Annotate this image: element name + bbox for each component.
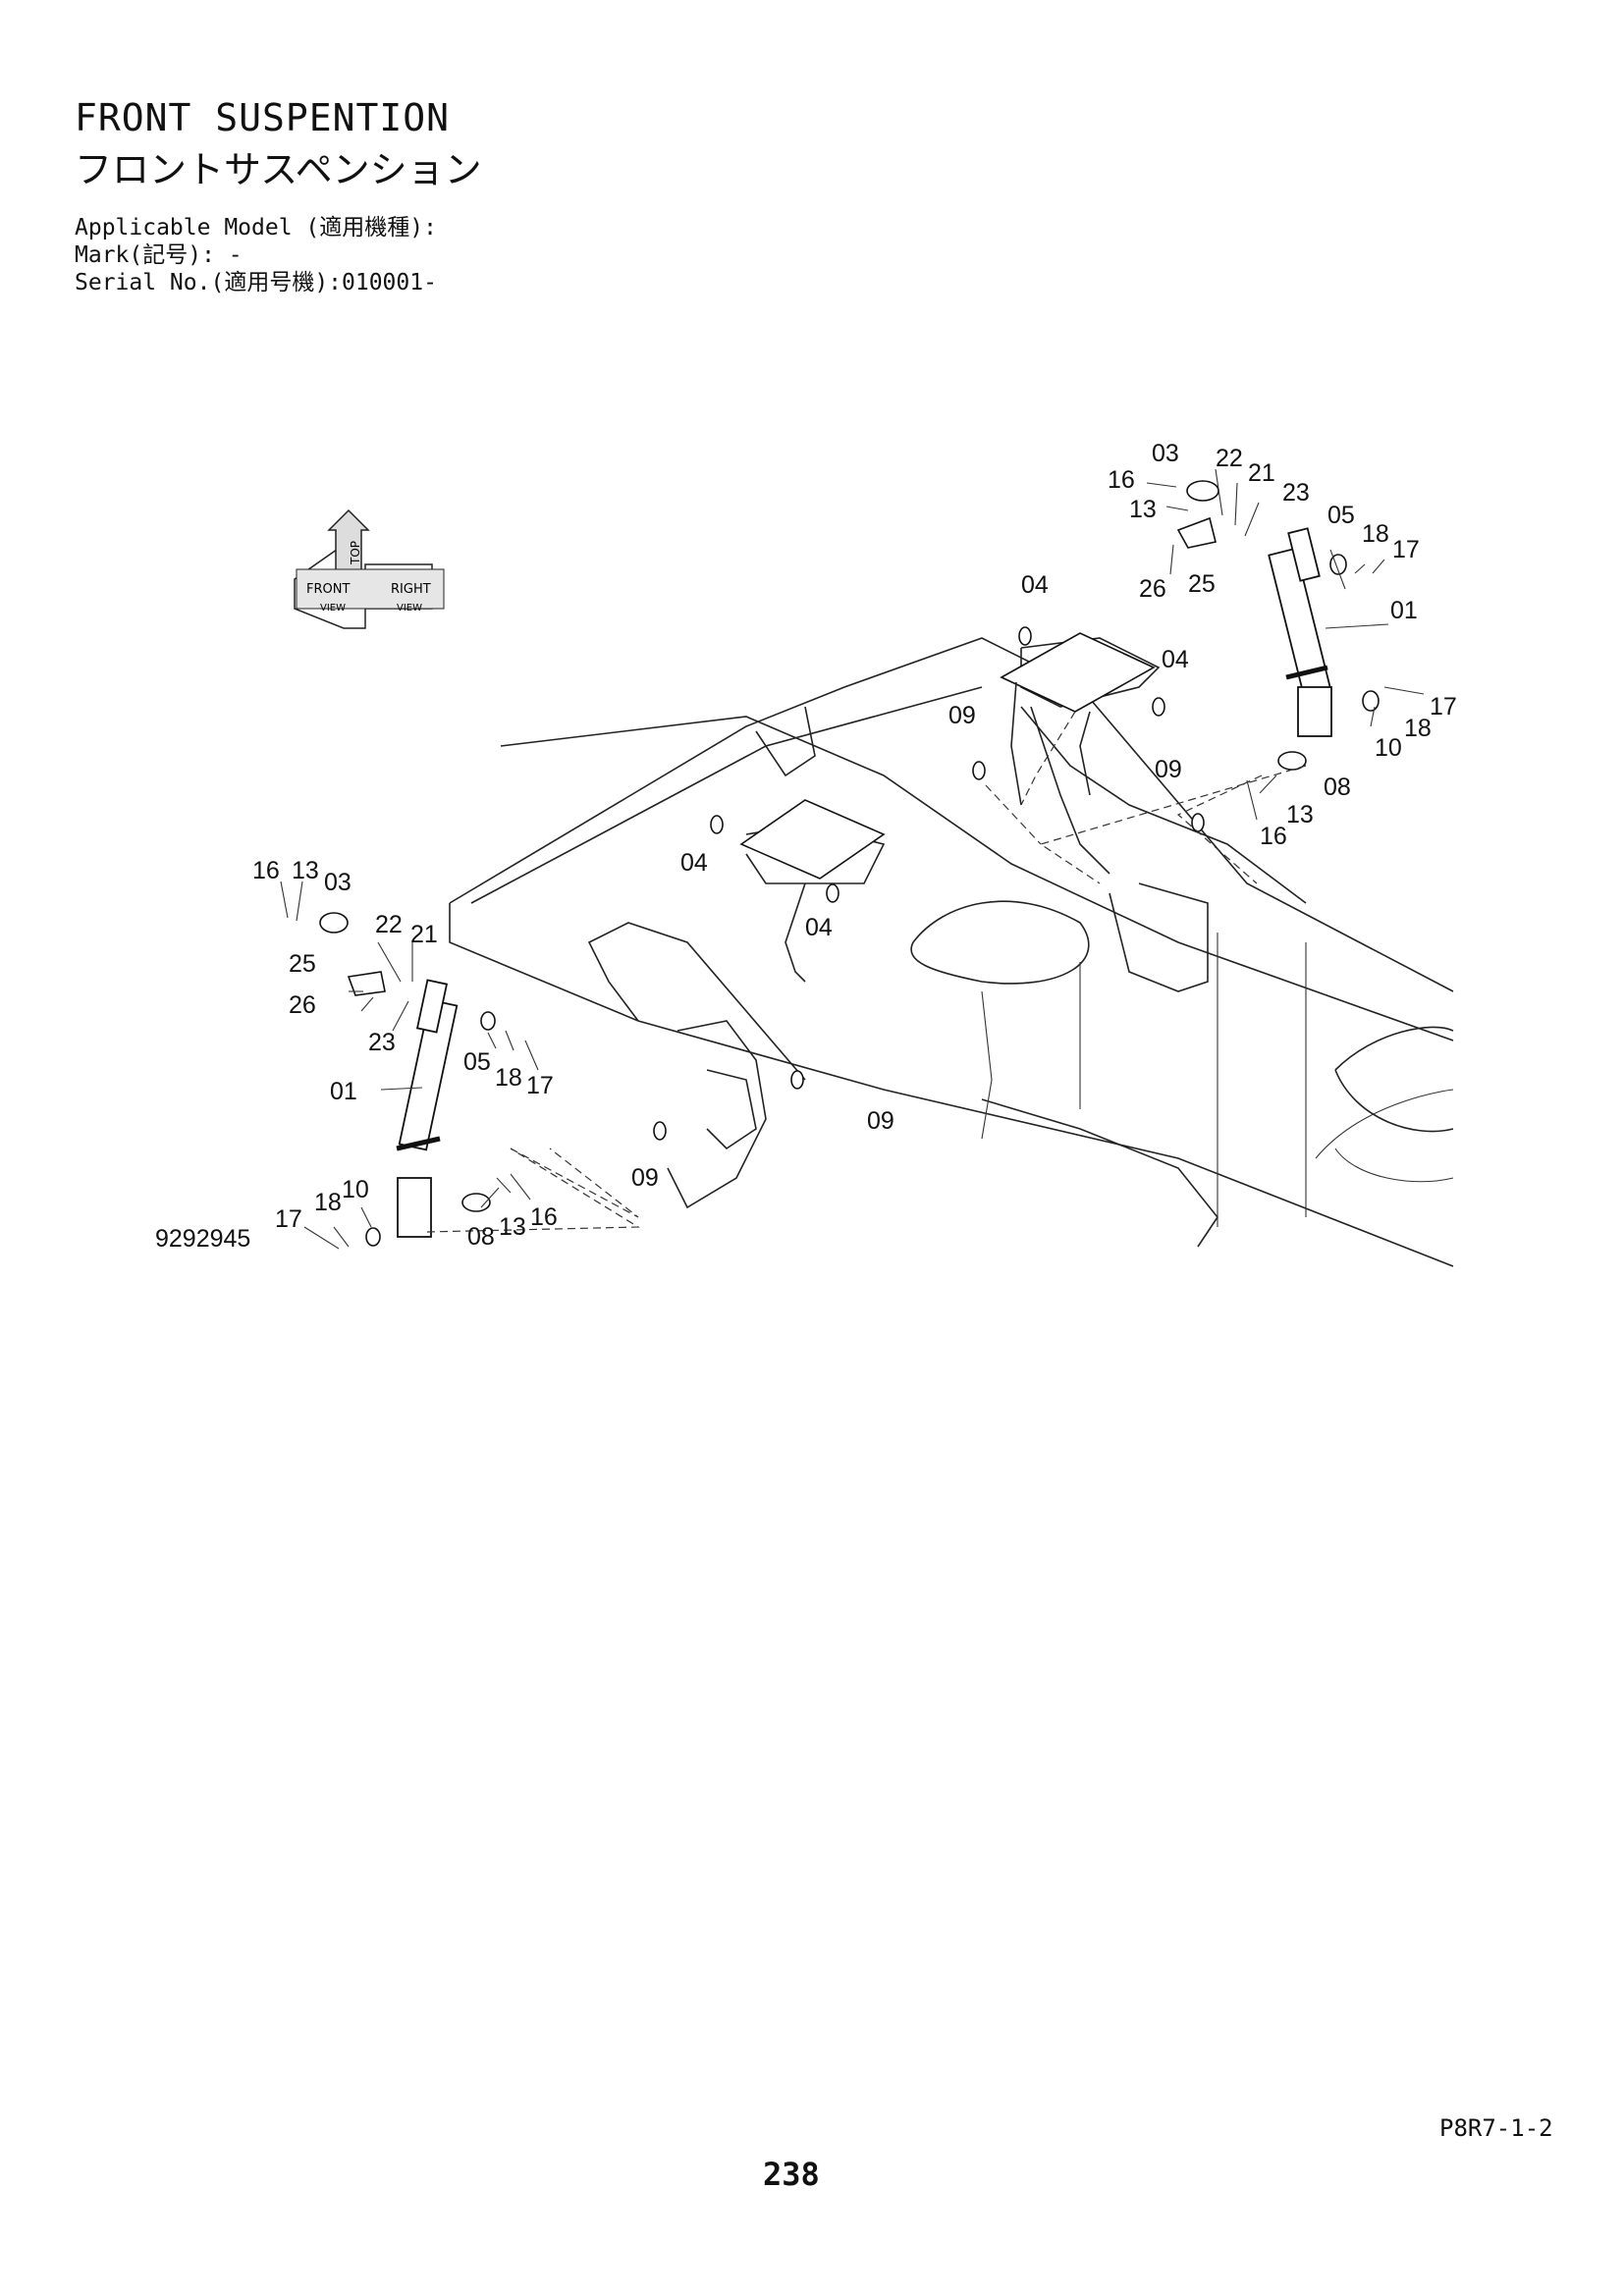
callout: 13 — [1129, 496, 1157, 523]
callout: 17 — [275, 1205, 302, 1233]
callout: 04 — [805, 914, 833, 941]
callout: 22 — [1216, 445, 1243, 472]
applicable-model-label: Applicable Model (適用機種): — [75, 215, 437, 240]
callout-labels: 03 22 21 16 13 23 05 18 17 26 25 01 04 0… — [155, 440, 1457, 1253]
suspension-cylinder-right — [1268, 527, 1332, 737]
callout: 08 — [467, 1223, 495, 1251]
orientation-label-front: FRONT — [306, 582, 350, 597]
callout: 04 — [1021, 571, 1049, 599]
callout: 22 — [375, 911, 403, 938]
callout: 03 — [324, 869, 352, 896]
drawing-number: 9292945 — [155, 1225, 250, 1253]
callout: 18 — [495, 1064, 522, 1092]
callout: 23 — [1282, 479, 1310, 507]
callout: 25 — [1188, 570, 1216, 598]
callout: 17 — [526, 1072, 554, 1099]
callout: 09 — [1155, 756, 1182, 783]
callout: 18 — [1362, 520, 1389, 548]
callout: 17 — [1430, 693, 1457, 721]
callout: 04 — [1162, 646, 1189, 673]
upper-mount-plate-right — [1000, 632, 1156, 806]
callout: 13 — [499, 1213, 526, 1241]
callout: 04 — [680, 849, 708, 877]
callout: 16 — [1260, 823, 1287, 850]
upper-mount-plate-left — [739, 799, 886, 880]
callout: 09 — [631, 1164, 659, 1192]
callout: 09 — [948, 702, 976, 729]
callout: 03 — [1152, 440, 1179, 467]
callout: 13 — [292, 857, 319, 884]
callout: 25 — [289, 950, 316, 978]
orientation-label-view-1: VIEW — [320, 603, 346, 614]
callout: 16 — [252, 857, 280, 884]
suspension-cylinder-left — [396, 979, 459, 1238]
orientation-label-top: TOP — [349, 541, 362, 565]
assembly-lines — [426, 711, 1307, 1233]
view-direction-icon: FRONT TOP RIGHT VIEW VIEW — [294, 508, 445, 629]
orientation-label-right: RIGHT — [391, 582, 431, 597]
callout: 26 — [289, 991, 316, 1019]
callout: 17 — [1392, 536, 1420, 563]
page-title-japanese: フロントサスペンション — [75, 148, 482, 191]
callout: 21 — [410, 921, 438, 948]
orientation-label-view-2: VIEW — [397, 603, 422, 614]
callout: 13 — [1286, 801, 1314, 828]
callout: 16 — [1108, 466, 1135, 494]
callout: 26 — [1139, 575, 1166, 603]
leader-lines — [280, 468, 1425, 1250]
callout: 21 — [1248, 459, 1275, 487]
page-title: FRONT SUSPENTION — [75, 96, 451, 139]
small-parts — [319, 480, 1380, 1247]
callout: 18 — [314, 1189, 342, 1216]
callout: 10 — [342, 1176, 369, 1203]
callout: 23 — [368, 1029, 396, 1056]
callout: 09 — [867, 1107, 894, 1135]
callout: 05 — [463, 1048, 491, 1076]
callout: 10 — [1375, 734, 1402, 762]
callout: 16 — [530, 1203, 558, 1231]
callout: 05 — [1327, 502, 1355, 529]
callout: 01 — [1390, 597, 1418, 624]
serial-number-label: Serial No.(適用号機):010001- — [75, 270, 437, 295]
page-number: 238 — [763, 2156, 820, 2193]
callout: 18 — [1404, 715, 1432, 742]
callout: 08 — [1324, 774, 1351, 801]
mark-label: Mark(記号): - — [75, 242, 243, 268]
callout: 01 — [330, 1078, 357, 1105]
page-code: P8R7-1-2 — [1439, 2114, 1553, 2142]
